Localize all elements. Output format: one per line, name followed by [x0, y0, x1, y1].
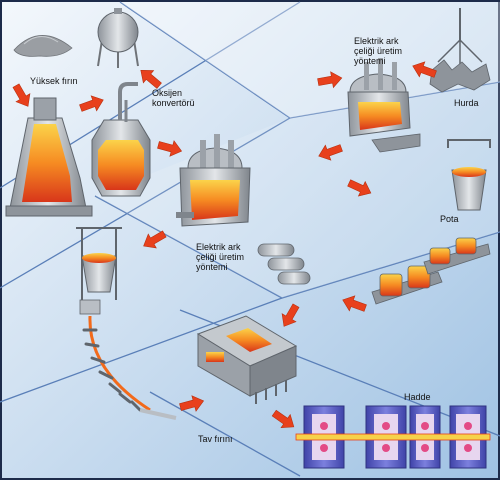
label-eaf-middle-line2: çeliği üretim: [196, 252, 245, 262]
electric-arc-furnace-top-icon: [347, 58, 421, 153]
ore-pile-icon: [13, 35, 73, 57]
label-ladle: Pota: [440, 214, 459, 224]
oxygen-converter-icon: [91, 82, 151, 197]
rolling-mill-icon: [295, 405, 491, 469]
panel-middle: [95, 82, 500, 298]
label-reheating-furnace: Tav fırını: [198, 434, 233, 444]
label-scrap: Hurda: [454, 98, 479, 108]
label-rolling-mill: Hadde: [404, 392, 431, 402]
blast-furnace-icon: [5, 97, 93, 217]
label-oxygen-converter-line2: konvertörü: [152, 98, 195, 108]
billet-rollers-icon: [257, 243, 311, 285]
label-eaf-middle-line3: yöntemi: [196, 262, 228, 272]
label-eaf-top-line3: yöntemi: [354, 56, 386, 66]
reheating-furnace-icon: [196, 315, 298, 404]
gas-tank-icon: [97, 8, 139, 68]
ladle-car-icon: [371, 237, 491, 305]
ladle-icon: [447, 139, 491, 211]
label-blast-furnace: Yüksek fırın: [30, 76, 78, 86]
label-eaf-top-line2: çeliği üretim: [354, 46, 403, 56]
label-oxygen-converter-line1: Oksijen: [152, 88, 183, 98]
label-eaf-middle-line1: Elektrik ark: [196, 242, 241, 252]
scrap-crane-icon: [429, 8, 491, 93]
continuous-caster-icon: [76, 227, 177, 420]
label-eaf-top-line1: Elektrik ark: [354, 36, 399, 46]
electric-arc-furnace-middle-icon: [176, 134, 251, 227]
